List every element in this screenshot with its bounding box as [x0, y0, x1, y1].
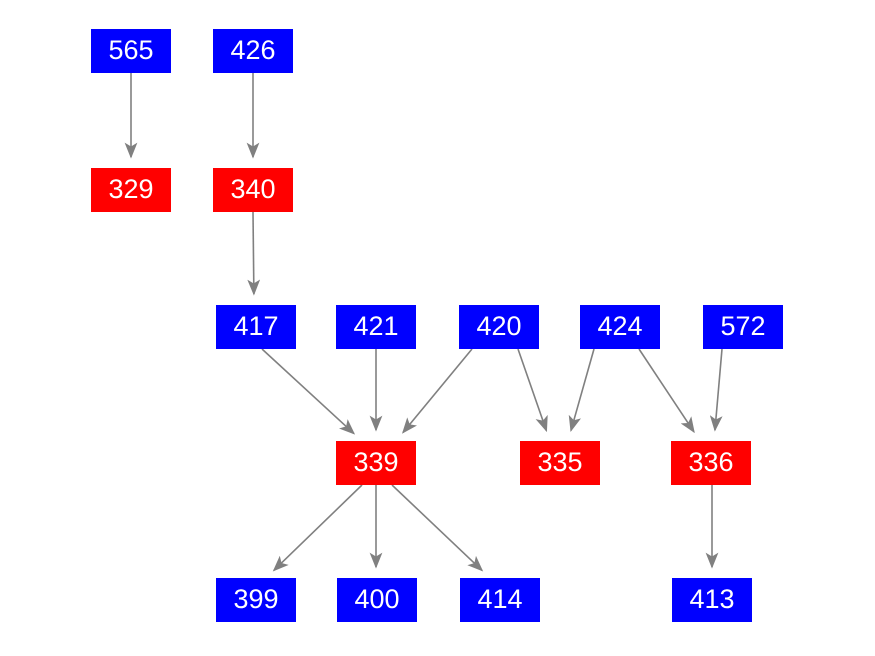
- node-label: 417: [233, 310, 279, 341]
- node-label: 340: [230, 173, 276, 204]
- node-413[interactable]: 413: [672, 578, 752, 622]
- node-565[interactable]: 565: [91, 29, 171, 73]
- node-label: 414: [477, 583, 523, 614]
- node-329[interactable]: 329: [91, 168, 171, 212]
- node-label: 565: [108, 34, 154, 65]
- node-label: 572: [720, 310, 766, 341]
- edge-417-to-339: [261, 348, 356, 435]
- edge-340-to-417: [247, 211, 261, 296]
- node-label: 336: [688, 446, 734, 477]
- node-335[interactable]: 335: [520, 441, 600, 485]
- node-424[interactable]: 424: [580, 305, 660, 349]
- node-417[interactable]: 417: [216, 305, 296, 349]
- node-340[interactable]: 340: [213, 168, 293, 212]
- edge-424-to-336: [638, 348, 695, 434]
- node-400[interactable]: 400: [337, 578, 417, 622]
- node-339[interactable]: 339: [336, 441, 416, 485]
- edge-339-to-414: [391, 484, 484, 572]
- node-label: 420: [476, 310, 522, 341]
- edge-420-to-339: [401, 348, 473, 434]
- node-label: 339: [353, 446, 399, 477]
- edge-339-to-399: [272, 484, 363, 572]
- edge-424-to-335: [568, 348, 595, 432]
- node-426[interactable]: 426: [213, 29, 293, 73]
- edge-572-to-336: [709, 348, 723, 432]
- node-label: 400: [354, 583, 400, 614]
- node-399[interactable]: 399: [216, 578, 296, 622]
- node-572[interactable]: 572: [703, 305, 783, 349]
- node-label: 335: [537, 446, 583, 477]
- node-421[interactable]: 421: [336, 305, 416, 349]
- node-label: 424: [597, 310, 643, 341]
- node-336[interactable]: 336: [671, 441, 751, 485]
- node-label: 329: [108, 173, 154, 204]
- node-420[interactable]: 420: [459, 305, 539, 349]
- node-414[interactable]: 414: [460, 578, 540, 622]
- node-label: 426: [230, 34, 276, 65]
- node-label: 413: [689, 583, 735, 614]
- node-label: 399: [233, 583, 279, 614]
- node-label: 421: [353, 310, 399, 341]
- edge-420-to-335: [517, 348, 548, 433]
